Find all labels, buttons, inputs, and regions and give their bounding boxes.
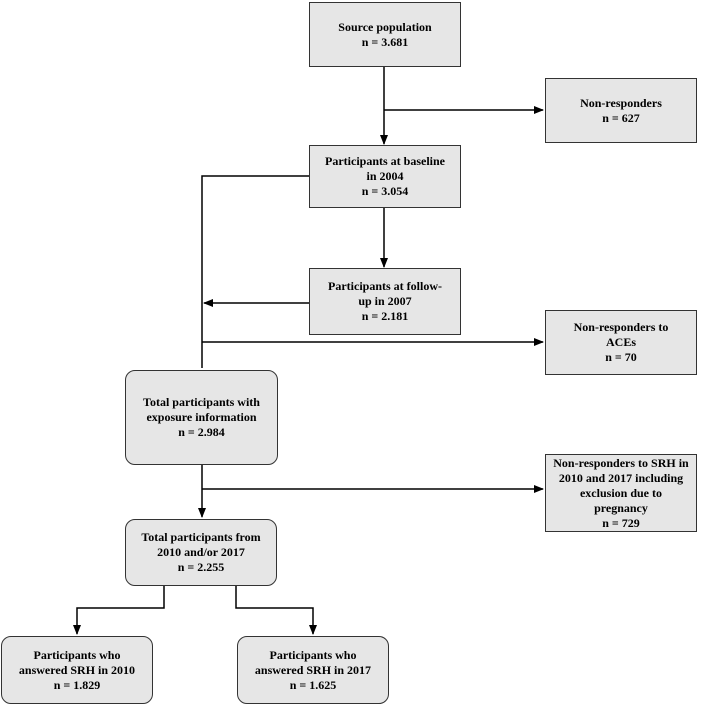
node-source-population: Source population n = 3.681 [309,2,461,67]
node-nonresponders-aces-label: Non-responders to ACEs n = 70 [573,320,669,364]
node-nonresponders-srh: Non-responders to SRH in 2010 and 2017 i… [545,454,697,532]
node-participants-followup-label: Participants at follow- up in 2007 n = 2… [328,279,442,323]
node-nonresponders-srh-label: Non-responders to SRH in 2010 and 2017 i… [553,455,689,530]
node-participants-followup: Participants at follow- up in 2007 n = 2… [309,268,461,335]
node-total-exposure: Total participants with exposure informa… [125,370,278,465]
node-total-exposure-label: Total participants with exposure informa… [143,395,260,439]
arrow-total-to-srh2017 [235,586,317,635]
node-participants-baseline-label: Participants at baseline in 2004 n = 3.0… [325,154,445,198]
node-participants-baseline: Participants at baseline in 2004 n = 3.0… [309,145,461,208]
node-srh-2017: Participants who answered SRH in 2017 n … [237,636,389,704]
arrow-total-to-srh2010 [73,586,165,635]
node-total-2010-2017-label: Total participants from 2010 and/or 2017… [141,530,261,574]
node-nonresponders-aces: Non-responders to ACEs n = 70 [545,310,697,375]
node-srh-2010-label: Participants who answered SRH in 2010 n … [18,647,136,692]
node-source-population-label: Source population n = 3.681 [338,19,432,49]
node-srh-2017-label: Participants who answered SRH in 2017 n … [254,647,372,692]
node-non-responders: Non-responders n = 627 [545,78,697,143]
node-srh-2010: Participants who answered SRH in 2010 n … [1,636,153,704]
connector-baseline-left-trunk [201,175,309,368]
node-total-2010-2017: Total participants from 2010 and/or 2017… [125,519,277,586]
node-non-responders-label: Non-responders n = 627 [580,95,662,125]
